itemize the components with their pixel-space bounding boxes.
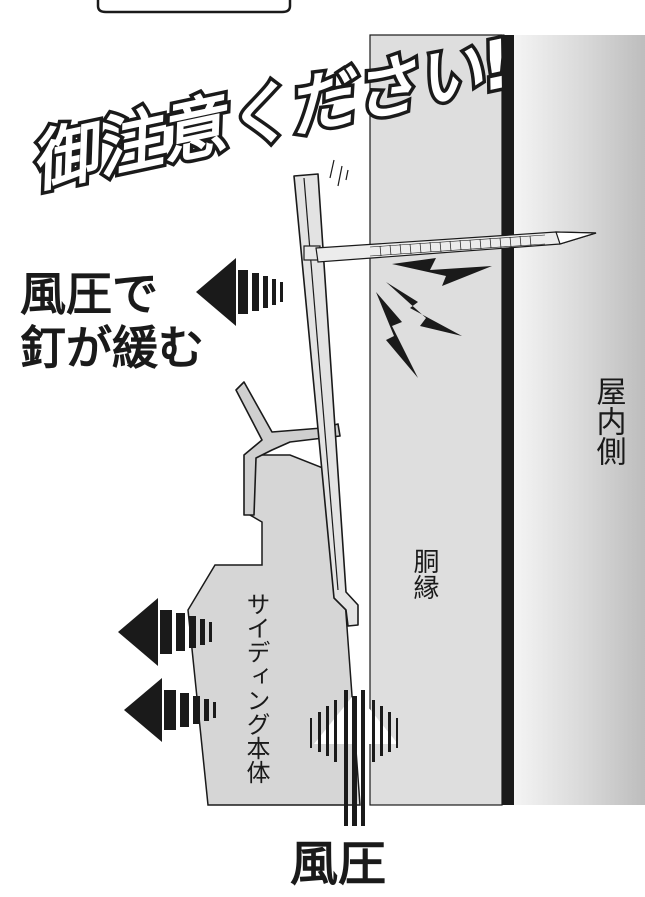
nail-loosen-label-1: 風圧で xyxy=(20,267,158,321)
left-arrow-icon xyxy=(196,258,283,326)
vibration-marks xyxy=(329,159,349,187)
siding-body-label: サイディング本体 xyxy=(242,592,270,784)
metal-clip xyxy=(235,381,341,516)
furring-strip xyxy=(369,34,503,806)
furring-strip-label: 胴縁 xyxy=(409,548,439,600)
wall-edge-line xyxy=(502,35,514,805)
fastener-bracket xyxy=(293,173,359,627)
up-arrow-icon xyxy=(310,690,398,826)
nail-loosen-label-2: 釘が緩む xyxy=(20,321,204,375)
indoor-wall xyxy=(514,35,645,805)
indoor-side-label: 屋内側 xyxy=(591,376,627,466)
wind-pressure-label: 風圧 xyxy=(290,836,386,892)
lightning-icon xyxy=(376,258,492,378)
nail xyxy=(303,231,597,263)
left-arrow-icon xyxy=(118,598,212,666)
top-frame xyxy=(96,0,292,14)
left-arrow-icon xyxy=(124,678,216,742)
